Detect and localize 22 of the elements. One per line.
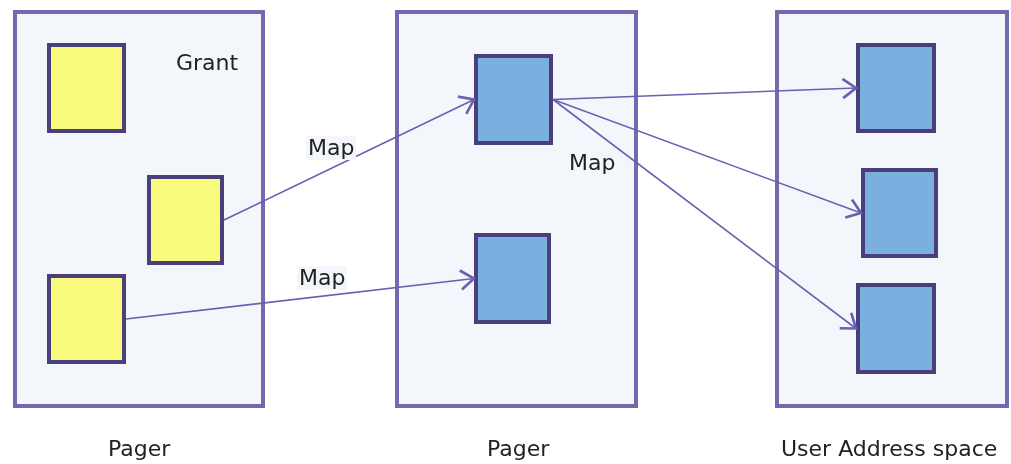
panel bbox=[775, 10, 1009, 408]
page-square bbox=[147, 175, 224, 265]
page-square bbox=[47, 274, 126, 364]
edge-label: Map bbox=[297, 266, 348, 291]
annotation-label: Grant bbox=[176, 49, 239, 75]
page-square bbox=[474, 54, 553, 145]
arrow bbox=[552, 77, 858, 101]
page-square bbox=[47, 43, 126, 133]
arrow bbox=[552, 98, 863, 219]
page-square bbox=[861, 168, 938, 258]
panel bbox=[395, 10, 638, 408]
edge-label: Map bbox=[306, 136, 357, 161]
page-square bbox=[856, 43, 936, 133]
panel-caption: Pager bbox=[108, 435, 171, 461]
arrow bbox=[552, 98, 858, 330]
panel bbox=[13, 10, 265, 408]
page-square bbox=[856, 283, 936, 374]
panel-caption: User Address space bbox=[781, 435, 998, 461]
arrow bbox=[223, 95, 476, 221]
page-square bbox=[474, 233, 551, 324]
panel-caption: Pager bbox=[487, 435, 550, 461]
arrow bbox=[125, 269, 476, 320]
